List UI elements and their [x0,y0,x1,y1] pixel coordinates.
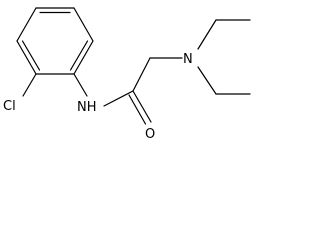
ring-bond-2 [73,7,94,42]
chemical-structure: Cl NH O N [3,7,251,142]
ring-double-bond-right [69,40,89,71]
bond-carbonyl-methylene [132,57,151,92]
bond-carbonyl-oxygen-double [128,94,147,125]
carbonyl-oxygen-label: O [145,127,155,142]
bond-ring-chlorine [22,73,37,97]
ring-bond-6 [16,7,37,42]
ring-bond-3 [73,40,94,75]
bond-ring-amide-nitrogen [73,73,88,97]
ring-bond-5 [16,40,37,75]
amine-nitrogen-label: N [183,52,193,67]
bond-amide-nitrogen-carbonyl [103,90,134,107]
bond-amine-ethyl-upper-1 [197,19,217,50]
bond-carbonyl-oxygen [132,90,152,123]
benzene-ring [16,7,94,75]
chlorine-atom-label: Cl [3,99,16,114]
bond-amine-ethyl-lower-1 [197,66,217,95]
amide-nitrogen-label: NH [77,100,97,115]
ring-double-bond-left [21,40,41,71]
